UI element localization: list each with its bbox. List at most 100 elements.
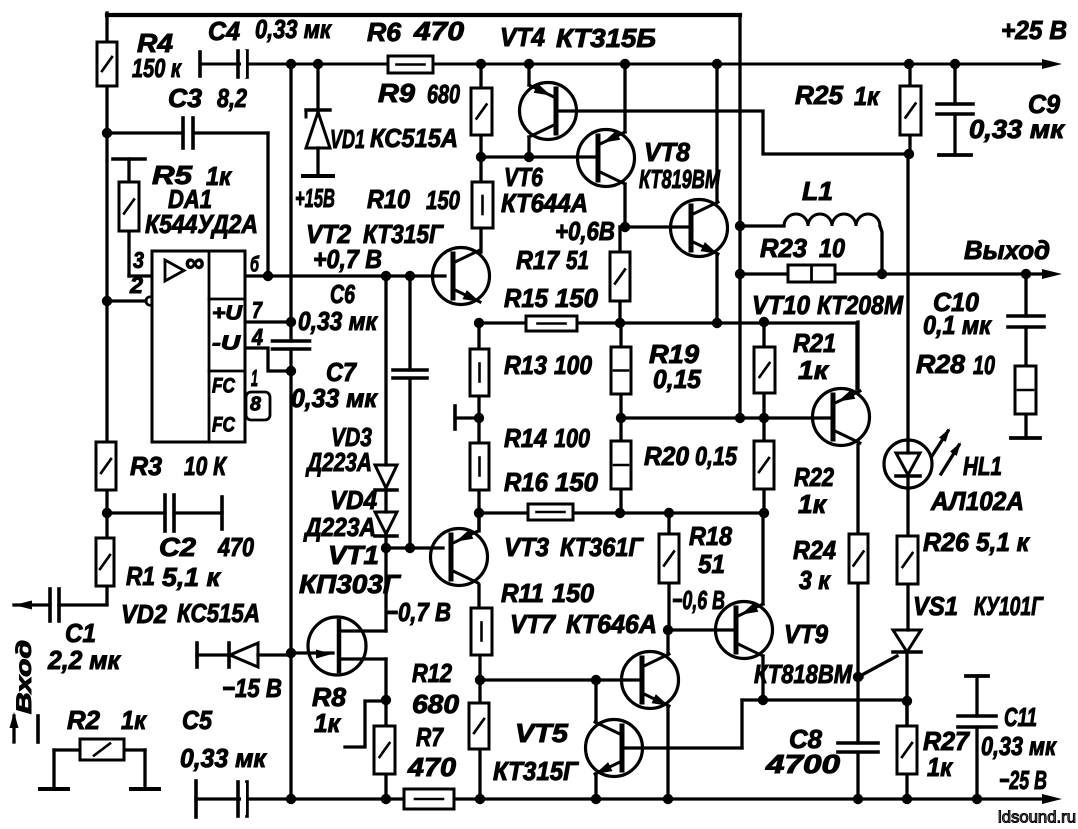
svg-text:R13: R13 (504, 350, 547, 380)
svg-text:VT7: VT7 (510, 609, 556, 639)
svg-text:R27: R27 (923, 726, 970, 756)
svg-text:−15 В: −15 В (222, 673, 282, 703)
svg-text:470: 470 (217, 532, 254, 562)
svg-text:HL1: HL1 (963, 451, 1002, 481)
svg-text:0,33 мк: 0,33 мк (981, 731, 1058, 761)
svg-text:C8: C8 (789, 724, 823, 754)
svg-text:R24: R24 (793, 535, 836, 565)
svg-text:0,33 мк: 0,33 мк (255, 14, 333, 44)
svg-text:8,2: 8,2 (217, 83, 247, 113)
svg-text:2,2 мк: 2,2 мк (47, 645, 122, 675)
svg-text:150: 150 (552, 578, 595, 608)
svg-text:C10: C10 (933, 287, 980, 317)
svg-text:КТ361Г: КТ361Г (560, 532, 644, 562)
svg-text:R11: R11 (501, 578, 544, 608)
svg-text:-U: -U (212, 333, 241, 355)
svg-text:КТ315Г: КТ315Г (363, 219, 444, 249)
svg-text:VT3: VT3 (504, 532, 550, 562)
svg-text:L1: L1 (802, 176, 833, 206)
svg-text:КС515А: КС515А (370, 123, 458, 153)
svg-text:R7: R7 (416, 722, 444, 752)
svg-text:КТ315Б: КТ315Б (556, 23, 656, 53)
svg-text:150: 150 (426, 185, 460, 215)
svg-text:КТ819ВМ: КТ819ВМ (639, 164, 721, 194)
svg-text:VT8: VT8 (644, 137, 691, 167)
svg-text:R15: R15 (504, 283, 548, 313)
svg-text:КТ646А: КТ646А (566, 609, 657, 639)
svg-text:R21: R21 (793, 328, 836, 358)
svg-text:0,15: 0,15 (695, 441, 737, 471)
svg-text:3 к: 3 к (799, 565, 832, 595)
svg-text:C7: C7 (326, 357, 357, 387)
svg-text:C3: C3 (168, 83, 203, 113)
svg-text:C6: C6 (330, 279, 355, 309)
svg-text:КС515А: КС515А (177, 598, 260, 628)
svg-text:100: 100 (554, 350, 592, 380)
svg-text:Д223А: Д223А (303, 512, 376, 542)
svg-text:0,33 мк: 0,33 мк (298, 306, 379, 336)
svg-text:R26: R26 (923, 527, 970, 557)
svg-text:R18: R18 (689, 521, 732, 551)
svg-text:2: 2 (129, 272, 143, 298)
svg-text:VD1: VD1 (330, 124, 365, 154)
svg-text:680: 680 (427, 79, 460, 109)
svg-text:0,1 мк: 0,1 мк (923, 310, 993, 340)
svg-text:VT5: VT5 (515, 718, 569, 748)
svg-text:VD4: VD4 (330, 485, 378, 515)
svg-text:VT9: VT9 (784, 619, 828, 649)
svg-text:+25 В: +25 В (1001, 15, 1067, 45)
svg-text:10 К: 10 К (184, 451, 228, 481)
svg-text:б: б (250, 253, 260, 276)
svg-text:К544УД2А: К544УД2А (145, 209, 258, 239)
svg-text:VT1: VT1 (328, 540, 379, 570)
svg-text:4700: 4700 (765, 749, 841, 779)
svg-text:−25 В: −25 В (999, 765, 1047, 795)
svg-text:1к: 1к (121, 705, 148, 735)
svg-text:R4: R4 (137, 28, 174, 58)
svg-text:1к: 1к (206, 161, 233, 191)
svg-text:R9: R9 (378, 78, 416, 108)
svg-text:АЛ102А: АЛ102А (930, 486, 1024, 516)
svg-text:FC: FC (212, 413, 236, 436)
svg-text:КТ818ВМ: КТ818ВМ (754, 659, 853, 689)
svg-text:VT10: VT10 (752, 290, 810, 320)
svg-text:R12: R12 (412, 658, 452, 688)
svg-text:C4: C4 (208, 16, 241, 46)
svg-text:3: 3 (133, 247, 144, 273)
svg-text:+15В: +15В (295, 183, 335, 213)
svg-text:R14: R14 (504, 423, 547, 453)
svg-text:ldsound.ru: ldsound.ru (998, 807, 1076, 826)
svg-text:0,33 мк: 0,33 мк (291, 383, 379, 413)
svg-text:−0,6 В: −0,6 В (672, 585, 725, 615)
svg-text:470: 470 (407, 752, 457, 782)
svg-text:C9: C9 (1028, 89, 1061, 119)
svg-text:Вход: Вход (13, 640, 36, 714)
svg-text:R8: R8 (312, 682, 347, 712)
svg-text:R5: R5 (152, 160, 193, 190)
svg-text:680: 680 (412, 689, 460, 719)
svg-text:51: 51 (698, 549, 725, 579)
svg-text:150: 150 (555, 467, 599, 497)
svg-text:R17: R17 (516, 245, 560, 275)
svg-text:VS1: VS1 (913, 591, 958, 621)
svg-text:VD2: VD2 (121, 599, 167, 629)
svg-text:1: 1 (251, 365, 258, 391)
svg-text:1к: 1к (798, 489, 828, 519)
svg-text:0,15: 0,15 (653, 364, 702, 394)
svg-text:150: 150 (555, 283, 599, 313)
svg-text:1к: 1к (798, 355, 830, 385)
svg-text:КП303Г: КП303Г (299, 569, 401, 599)
svg-text:R6: R6 (367, 17, 402, 47)
svg-text:470: 470 (413, 16, 465, 46)
svg-text:5,1 к: 5,1 к (976, 527, 1031, 557)
svg-text:1к: 1к (854, 81, 881, 111)
svg-text:VD3: VD3 (331, 422, 372, 452)
svg-text:R20: R20 (644, 441, 690, 471)
svg-text:0,33 мк: 0,33 мк (180, 743, 268, 773)
svg-text:+0,6В: +0,6В (555, 216, 615, 246)
svg-text:5,1 к: 5,1 к (162, 562, 222, 592)
svg-text:C2: C2 (159, 532, 197, 562)
svg-text:0,33 мк: 0,33 мк (969, 114, 1066, 144)
svg-text:+0,7 В: +0,7 В (313, 244, 382, 274)
svg-text:КТ315Г: КТ315Г (493, 756, 579, 786)
